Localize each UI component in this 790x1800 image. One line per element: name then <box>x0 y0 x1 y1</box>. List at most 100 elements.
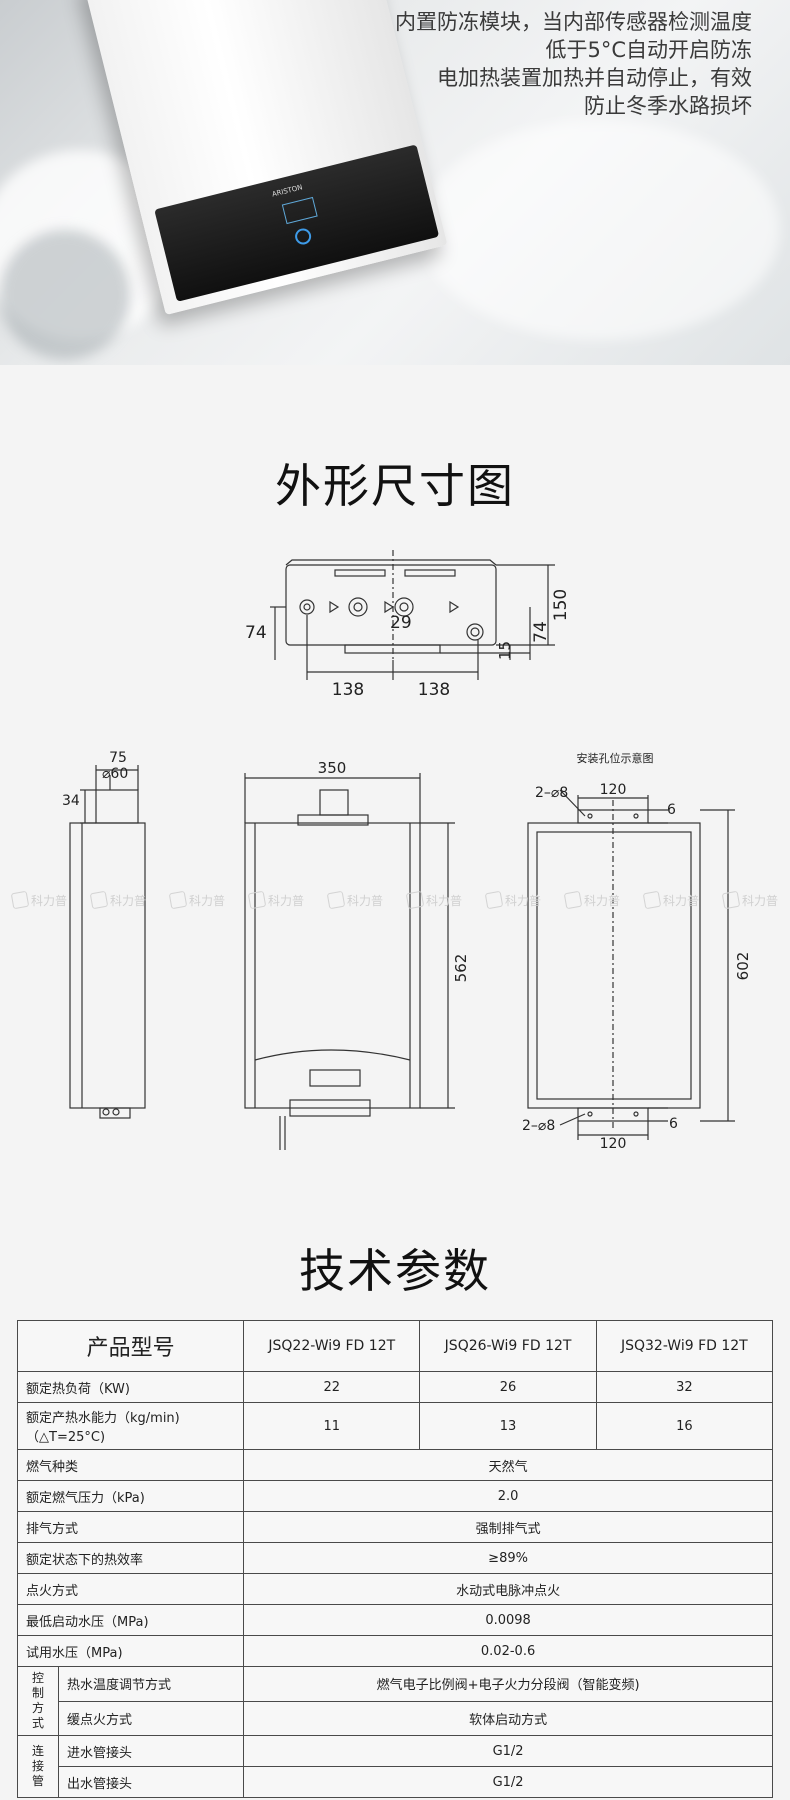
dim-602: 602 <box>734 952 752 981</box>
watermark-logo-icon <box>89 890 109 910</box>
spec-row: 出水管接头 G1/2 <box>18 1766 773 1798</box>
spec-label: 出水管接头 <box>57 1766 245 1798</box>
model-name: JSQ22-Wi9 FD 12T <box>243 1320 421 1372</box>
dimensions-title: 外形尺寸图 <box>275 459 515 513</box>
watermark-logo-icon <box>405 890 425 910</box>
dim-138-right: 138 <box>418 680 450 700</box>
spec-value: 天然气 <box>243 1449 773 1481</box>
spec-row: 控 制 方 式 热水温度调节方式 燃气电子比例阀+电子火力分段阀（智能变频) <box>17 1666 773 1736</box>
spec-row: 试用水压（MPa) 0.02-0.6 <box>16 1635 773 1667</box>
watermark-logo-icon <box>721 890 741 910</box>
spec-value: 16 <box>595 1402 774 1450</box>
spec-value: 0.0098 <box>243 1604 773 1636</box>
mount-title: 安装孔位示意图 <box>577 751 654 765</box>
spec-value: 0.02-0.6 <box>243 1635 773 1667</box>
spec-row: 缓点火方式 软体启动方式 <box>18 1700 773 1736</box>
spec-value: 11 <box>243 1402 421 1450</box>
dim-60: ⌀60 <box>102 766 128 782</box>
dimension-drawings: 150 74 74 29 15 138 138 75 ⌀60 34 350 56… <box>62 550 752 1152</box>
spec-label: 燃气种类 <box>16 1449 245 1481</box>
watermark: 科力普 <box>168 890 225 910</box>
spec-value: 强制排气式 <box>243 1511 773 1543</box>
banner-line: 内置防冻模块，当内部传感器检测温度 <box>395 10 752 34</box>
model-name: JSQ32-Wi9 FD 12T <box>595 1320 774 1372</box>
dim-120-top: 120 <box>600 782 627 798</box>
watermark: 科力普 <box>89 890 146 910</box>
ice-decoration <box>420 120 780 340</box>
spec-row: 额定产热水能力（kg/min) （△T=25°C) 11 13 16 <box>16 1402 774 1450</box>
pipe-group-label: 连 接 管 <box>17 1735 59 1798</box>
spec-value: 13 <box>419 1402 597 1450</box>
watermark-logo-icon <box>563 890 583 910</box>
spec-label: 额定热负荷（KW) <box>16 1371 245 1403</box>
spec-row: 额定状态下的热效率 ≥89% <box>16 1542 773 1574</box>
spec-row: 燃气种类 天然气 <box>16 1449 773 1481</box>
dim-150: 150 <box>551 589 571 621</box>
spec-label: 额定燃气压力（kPa) <box>16 1480 245 1512</box>
spec-row: 排气方式 强制排气式 <box>16 1511 773 1543</box>
dim-562: 562 <box>452 954 470 983</box>
spec-value: ≥89% <box>243 1542 773 1574</box>
dim-75: 75 <box>109 750 127 766</box>
control-group-label: 控 制 方 式 <box>17 1666 59 1736</box>
watermark: 科力普 <box>247 890 304 910</box>
spec-value: 燃气电子比例阀+电子火力分段阀（智能变频) <box>243 1666 773 1702</box>
dim-34: 34 <box>62 793 80 809</box>
watermark: 科力普 <box>721 890 778 910</box>
dim-138-left: 138 <box>332 680 364 700</box>
spec-label: 缓点火方式 <box>57 1700 245 1736</box>
dim-120-bottom: 120 <box>600 1136 627 1152</box>
watermark: 科力普 <box>326 890 383 910</box>
dim-74-right: 74 <box>531 621 551 643</box>
spec-value: 水动式电脉冲点火 <box>243 1573 773 1605</box>
holes-top: 2–⌀8 <box>535 785 568 801</box>
dim-6-top: 6 <box>667 802 676 818</box>
spec-value: 22 <box>243 1371 421 1403</box>
spec-row: 额定热负荷（KW) 22 26 32 <box>16 1371 774 1403</box>
spec-label: 进水管接头 <box>57 1735 245 1767</box>
watermark: 科力普 <box>563 890 620 910</box>
spec-value: 2.0 <box>243 1480 773 1512</box>
watermark-logo-icon <box>10 890 30 910</box>
dim-74-left: 74 <box>245 623 267 643</box>
top-view-drawing <box>270 550 555 680</box>
model-header: 产品型号 <box>16 1320 245 1372</box>
spec-label: 试用水压（MPa) <box>16 1635 245 1667</box>
watermark-logo-icon <box>326 890 346 910</box>
spec-value: 32 <box>595 1371 774 1403</box>
spec-value: 26 <box>419 1371 597 1403</box>
watermark: 科力普 <box>10 890 67 910</box>
dim-15: 15 <box>496 641 514 660</box>
specs-title: 技术参数 <box>299 1244 491 1298</box>
dim-350: 350 <box>318 759 347 777</box>
spec-label: 点火方式 <box>16 1573 245 1605</box>
watermark-logo-icon <box>484 890 504 910</box>
dim-6-bottom: 6 <box>669 1116 678 1132</box>
watermark: 科力普 <box>405 890 462 910</box>
spec-label: 热水温度调节方式 <box>57 1666 245 1702</box>
holes-bottom: 2–⌀8 <box>522 1118 555 1134</box>
spec-header-row: 产品型号 JSQ22-Wi9 FD 12T JSQ26-Wi9 FD 12T J… <box>16 1320 774 1372</box>
banner-line: 低于5°C自动开启防冻 <box>545 38 752 62</box>
spec-row: 额定燃气压力（kPa) 2.0 <box>16 1480 773 1512</box>
mount-hole-drawing <box>527 789 735 1140</box>
spec-label: 最低启动水压（MPa) <box>16 1604 245 1636</box>
banner-line: 防止冬季水路损坏 <box>584 94 752 118</box>
watermark: 科力普 <box>642 890 699 910</box>
spec-value: G1/2 <box>243 1766 773 1798</box>
watermark: 科力普 <box>484 890 541 910</box>
spec-value: G1/2 <box>243 1735 773 1767</box>
spec-row: 点火方式 水动式电脉冲点火 <box>16 1573 773 1605</box>
spec-label: 额定产热水能力（kg/min) （△T=25°C) <box>16 1402 245 1450</box>
product-banner: ARISTON 内置防冻模块，当内部传感器检测温度 低于5°C自动开启防冻 电加… <box>0 0 790 365</box>
front-view-drawing <box>244 773 455 1150</box>
watermark-strip: 科力普 科力普 科力普 科力普 科力普 科力普 科力普 科力普 科力普 科力普 <box>0 888 790 912</box>
spec-label: 额定状态下的热效率 <box>16 1542 245 1574</box>
banner-description: 内置防冻模块，当内部传感器检测温度 低于5°C自动开启防冻 电加热装置加热并自动… <box>395 8 752 120</box>
model-name: JSQ26-Wi9 FD 12T <box>419 1320 597 1372</box>
spec-row: 连 接 管 进水管接头 G1/2 <box>17 1735 773 1798</box>
watermark-logo-icon <box>642 890 662 910</box>
side-view-drawing <box>69 765 146 1119</box>
banner-line: 电加热装置加热并自动停止，有效 <box>437 66 752 90</box>
spec-label: 排气方式 <box>16 1511 245 1543</box>
